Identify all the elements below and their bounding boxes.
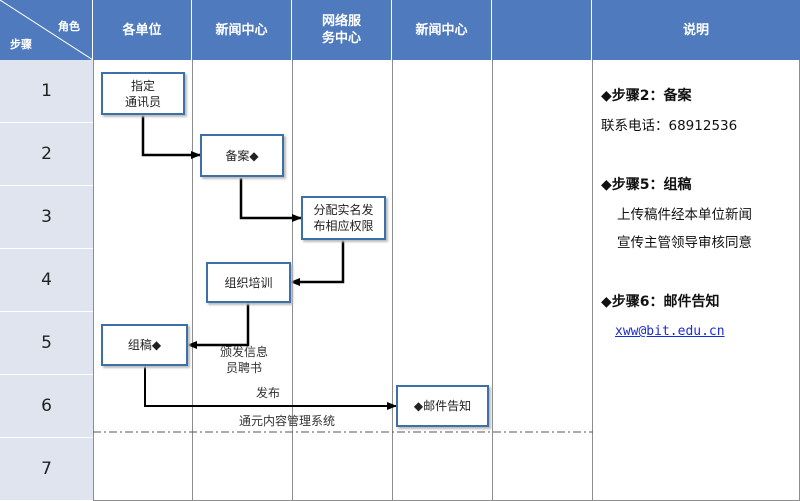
label-cms: 通元内容管理系统 — [238, 414, 335, 428]
header-corner: 角色 步骤 — [0, 0, 93, 60]
arrow-draft-to-notify — [144, 366, 397, 410]
box-assign-line2: 布相应权限 — [313, 219, 374, 233]
step-cell-6: 6 — [0, 375, 93, 438]
grid-vline-2 — [192, 60, 193, 501]
box-designate-correspondent[interactable]: 指定 通讯员 — [101, 72, 185, 115]
system-boundary-line — [93, 431, 593, 433]
box-assign-permissions[interactable]: 分配实名发 布相应权限 — [301, 196, 386, 240]
step-cell-3: 3 — [0, 186, 93, 249]
step-cell-2: 2 — [0, 123, 93, 186]
arrow-assign-to-training — [290, 240, 345, 286]
note-step5-line2: 宣传主管领导审核同意 — [617, 235, 752, 251]
note-step2-title: ◆步骤2：备案 — [601, 88, 692, 104]
grid-vline-5 — [492, 60, 493, 501]
note-step6-email-link[interactable]: xww@bit.edu.cn — [615, 324, 725, 339]
column-header-network-line1: 网络服 — [321, 14, 361, 29]
arrow-designate-to-record — [141, 115, 201, 159]
note-step2-phone: 联系电话：68912536 — [601, 118, 738, 134]
column-header-news-center-2: 新闻中心 — [392, 0, 492, 60]
box-assign-line1: 分配实名发 — [313, 203, 374, 217]
column-header-network-line2: 务中心 — [321, 31, 361, 46]
label-certificate-line1: 颁发信息 — [219, 345, 268, 359]
corner-step-label: 步骤 — [10, 38, 32, 51]
grid-vline-6 — [592, 60, 593, 501]
note-step5-line1: 上传稿件经本单位新闻 — [617, 207, 752, 223]
box-draft[interactable]: 组稿◆ — [101, 324, 188, 366]
corner-role-label: 角色 — [58, 20, 80, 33]
box-training[interactable]: 组织培训 — [206, 262, 291, 303]
arrow-record-to-assign — [239, 178, 302, 222]
note-step5-title: ◆步骤5：组稿 — [601, 177, 692, 193]
corner-diagonal — [0, 0, 93, 60]
label-certificate: 颁发信息 员聘书 — [204, 344, 284, 376]
box-email-notify[interactable]: ◆邮件告知 — [396, 385, 489, 427]
step-cell-7: 7 — [0, 438, 93, 501]
box-designate-line1: 指定 — [130, 78, 155, 93]
box-designate-line2: 通讯员 — [124, 94, 161, 109]
step-cell-4: 4 — [0, 249, 93, 312]
step-cell-5: 5 — [0, 312, 93, 375]
column-header-blank — [492, 0, 592, 60]
column-header-notes: 说明 — [592, 0, 800, 60]
label-publish: 发布 — [255, 386, 280, 400]
grid-vline-4 — [392, 60, 393, 501]
box-record[interactable]: 备案◆ — [200, 134, 284, 177]
column-header-news-center: 新闻中心 — [192, 0, 292, 60]
arrow-training-to-draft — [187, 303, 250, 349]
grid-vline-1 — [93, 60, 94, 501]
label-certificate-line2: 员聘书 — [225, 361, 262, 375]
column-header-network-service: 网络服 务中心 — [292, 0, 392, 60]
note-step6-title: ◆步骤6：邮件告知 — [601, 294, 720, 310]
step-cell-1: 1 — [0, 60, 93, 123]
column-header-units: 各单位 — [93, 0, 192, 60]
